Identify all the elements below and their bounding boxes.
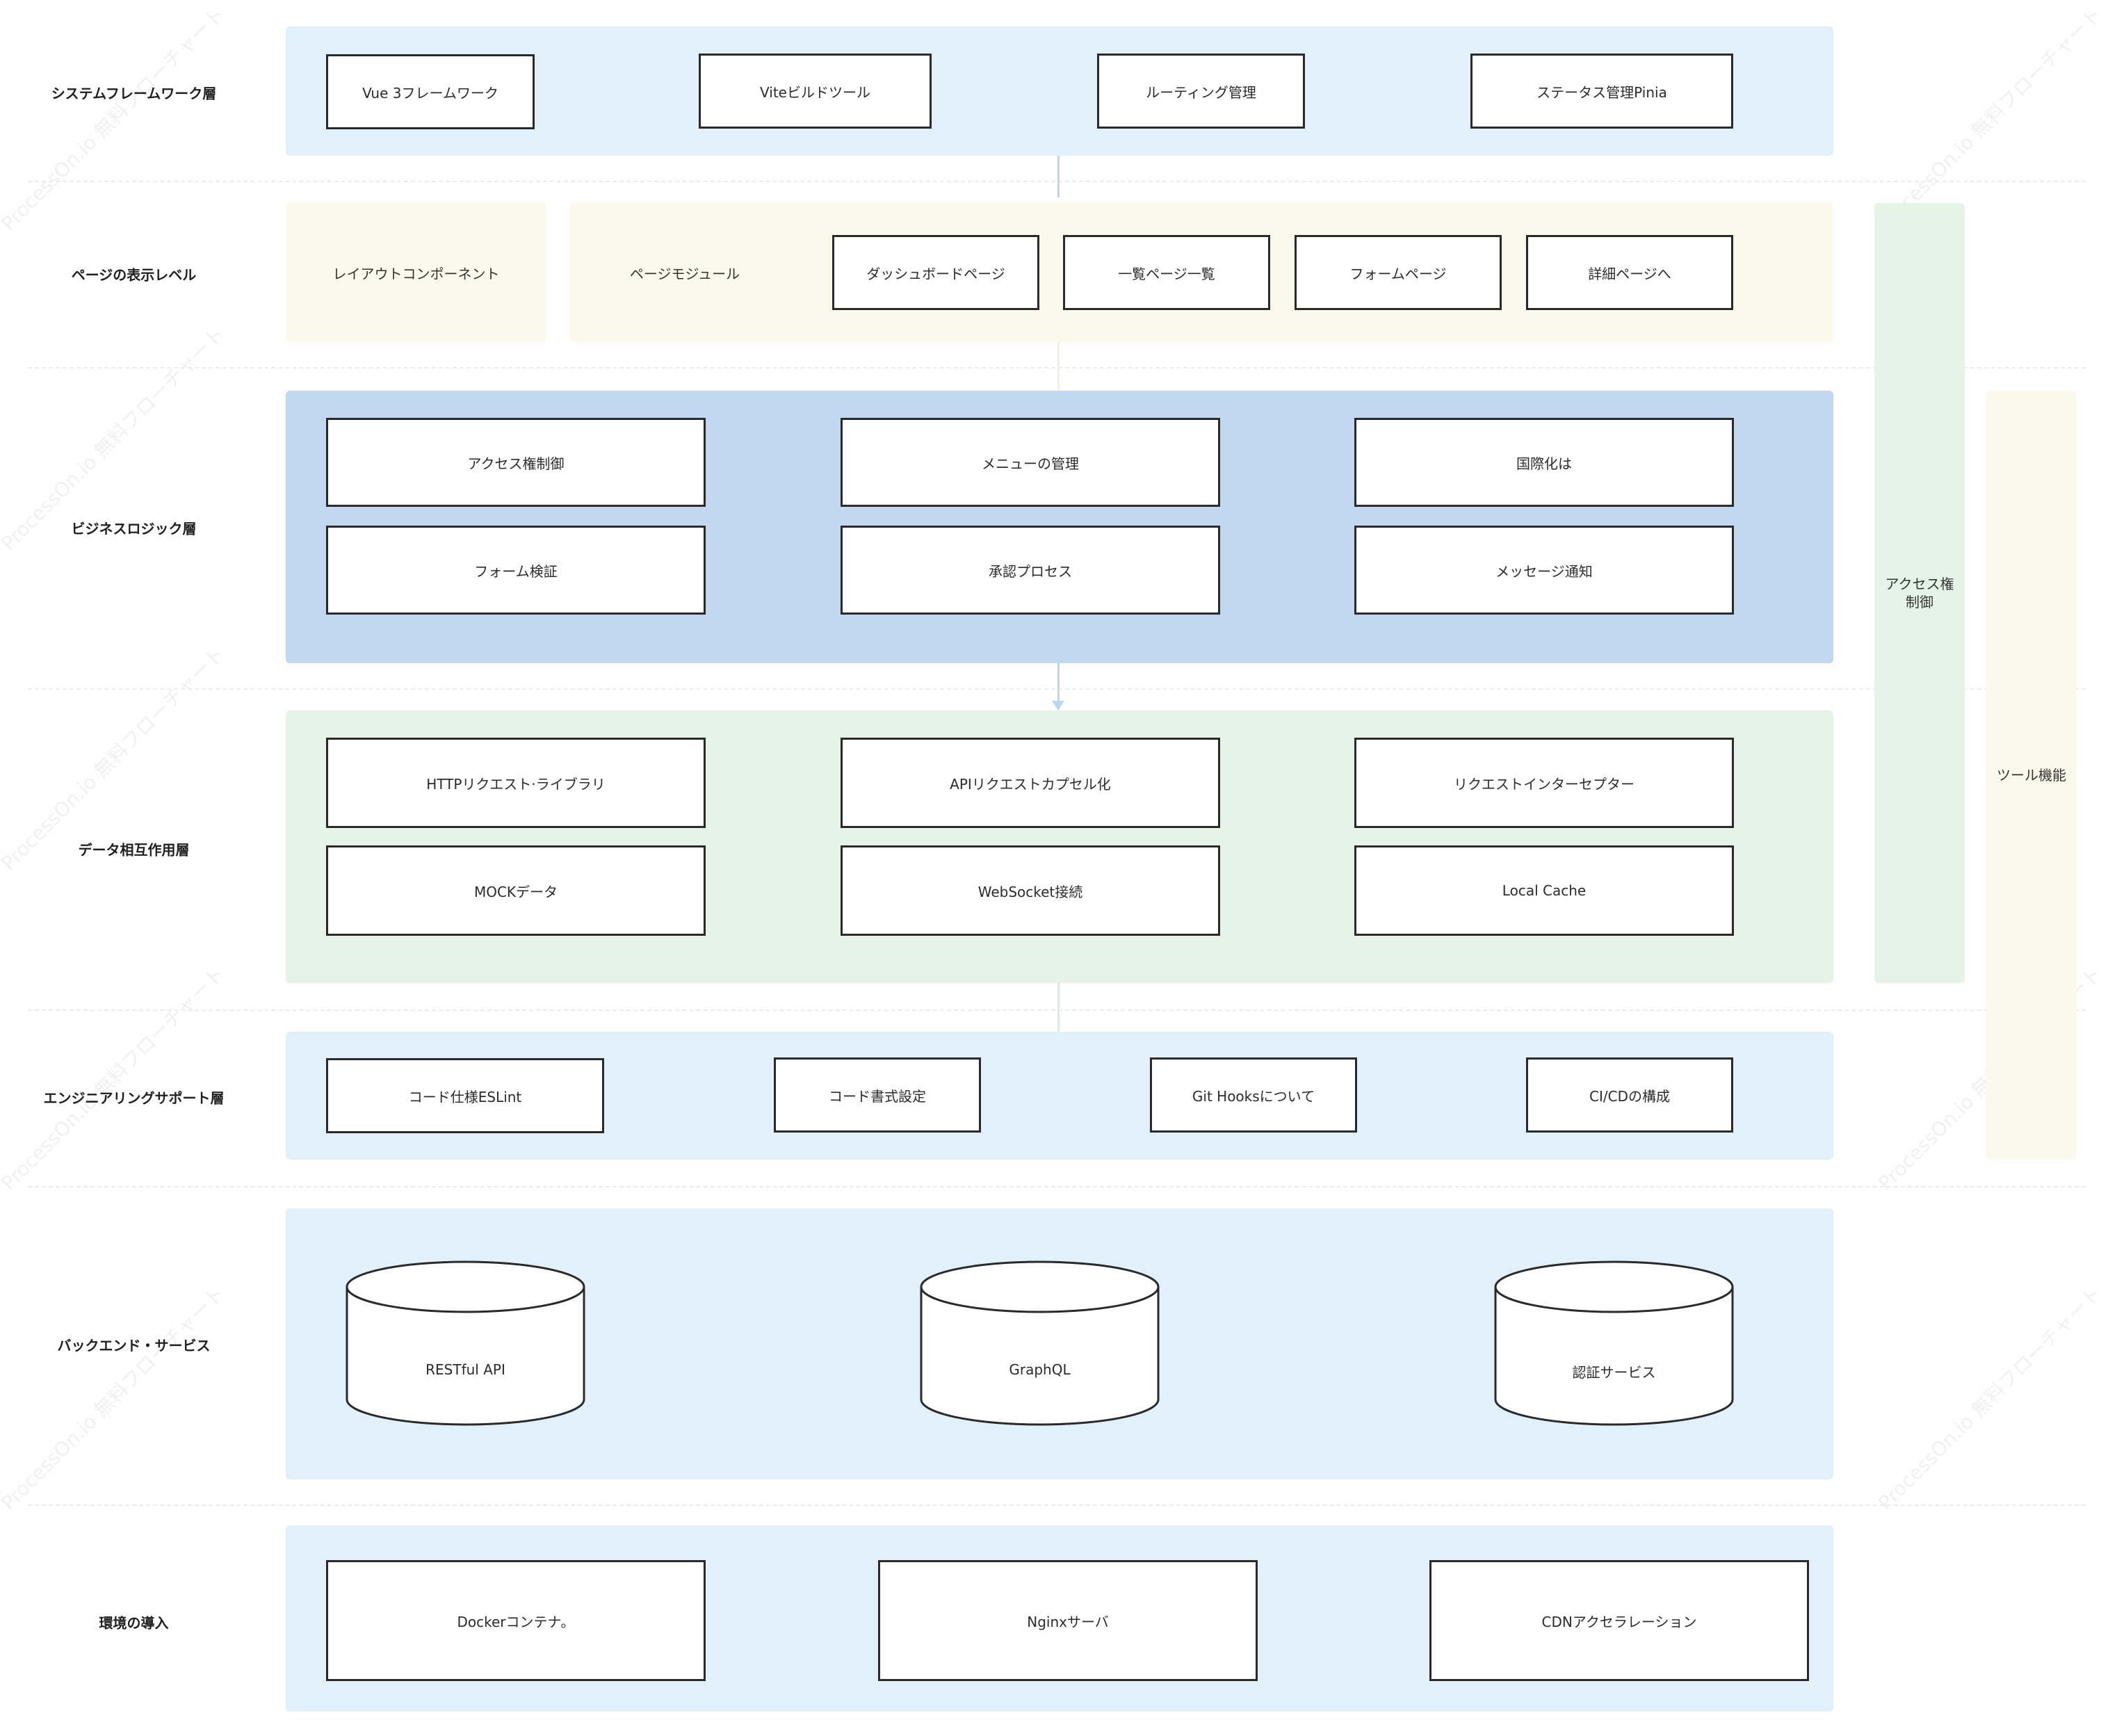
form-validation-box: フォーム検証 <box>326 526 706 615</box>
http-library-box: HTTPリクエスト·ライブラリ <box>326 738 706 828</box>
list-page-box: 一覧ページ一覧 <box>1063 235 1270 310</box>
vue-framework-box: Vue 3フレームワーク <box>326 54 535 129</box>
graphql-database: GraphQL <box>920 1260 1160 1427</box>
tools-side-label: ツール機能 <box>1997 767 2066 784</box>
watermark: ProcessOn.io 無料フローチャート <box>0 962 230 1195</box>
watermark: ProcessOn.io 無料フローチャート <box>0 1281 230 1515</box>
websocket-box: WebSocket接続 <box>841 845 1220 936</box>
local-cache-box: Local Cache <box>1354 845 1734 936</box>
arrow-data-engineering <box>1057 983 1060 1032</box>
code-format-box: コード書式設定 <box>774 1057 981 1133</box>
layer-label-business: ビジネスロジック層 <box>71 520 197 537</box>
arrow-business-data <box>1057 663 1060 705</box>
layout-components-label: レイアウトコンポーネント <box>332 265 500 282</box>
routing-management-box: ルーティング管理 <box>1097 54 1305 129</box>
message-notification-box: メッセージ通知 <box>1354 526 1734 615</box>
restful-api-label: RESTful API <box>425 1361 505 1378</box>
layer-divider <box>28 1504 2086 1506</box>
layer-label-engineering: エンジニアリングサポート層 <box>43 1089 225 1107</box>
watermark: ProcessOn.io 無料フローチャート <box>1874 1281 2101 1515</box>
graphql-label: GraphQL <box>1009 1361 1071 1378</box>
eslint-box: コード仕様ESLint <box>326 1058 604 1133</box>
cdn-acceleration-box: CDNアクセラレーション <box>1429 1560 1809 1681</box>
layer-label-framework: システムフレームワーク層 <box>51 85 217 102</box>
nginx-server-box: Nginxサーバ <box>878 1560 1258 1681</box>
access-control-side-panel <box>1874 203 1965 983</box>
i18n-box: 国際化は <box>1354 418 1734 507</box>
arrow-framework-page <box>1057 156 1060 197</box>
layer-label-data: データ相互作用層 <box>78 841 190 859</box>
layer-label-deploy: 環境の導入 <box>99 1614 169 1632</box>
layout-panel <box>286 203 546 342</box>
git-hooks-box: Git Hooksについて <box>1150 1057 1357 1133</box>
access-control-side-line1: アクセス権 <box>1885 576 1954 592</box>
docker-container-box: Dockerコンテナ。 <box>326 1560 706 1681</box>
layer-label-backend: バックエンド・サービス <box>57 1337 211 1354</box>
database-cylinder-icon <box>1494 1260 1734 1426</box>
mock-data-box: MOCKデータ <box>326 845 706 936</box>
watermark: ProcessOn.io 無料フローチャート <box>1874 2 2101 236</box>
menu-management-box: メニューの管理 <box>841 418 1220 507</box>
arrow-page-business <box>1057 342 1060 391</box>
request-interceptor-box: リクエストインターセプター <box>1354 738 1734 828</box>
vite-build-tool-box: Viteビルドツール <box>699 54 932 129</box>
layer-divider <box>28 1186 2086 1187</box>
dashboard-page-box: ダッシュボードページ <box>832 235 1039 310</box>
approval-process-box: 承認プロセス <box>841 526 1220 615</box>
state-management-box: ステータス管理Pinia <box>1470 54 1733 129</box>
access-control-side-label: アクセス権 制御 <box>1874 203 1965 983</box>
layer-divider <box>28 1009 2086 1011</box>
database-cylinder-icon <box>920 1260 1160 1426</box>
cicd-box: CI/CDの構成 <box>1526 1057 1733 1133</box>
layer-divider <box>28 181 2086 182</box>
arrow-head <box>1052 701 1064 711</box>
form-page-box: フォームページ <box>1295 235 1502 310</box>
layer-divider <box>28 688 2086 690</box>
watermark: ProcessOn.io 無料フローチャート <box>0 2 230 236</box>
api-encapsulation-box: APIリクエストカプセル化 <box>841 738 1220 828</box>
access-control-box: アクセス権制御 <box>326 418 706 507</box>
layer-label-page: ページの表示レベル <box>71 266 197 284</box>
tools-side-panel <box>1986 391 2077 1160</box>
database-cylinder-icon <box>346 1260 585 1426</box>
layer-divider <box>28 367 2086 368</box>
restful-api-database: RESTful API <box>346 1260 585 1427</box>
auth-service-label: 認証サービス <box>1572 1364 1656 1381</box>
access-control-side-line2: 制御 <box>1906 594 1933 610</box>
page-module-label: ページモジュール <box>629 265 740 282</box>
detail-page-box: 詳細ページへ <box>1526 235 1733 310</box>
auth-service-database: 認証サービス <box>1494 1260 1734 1427</box>
